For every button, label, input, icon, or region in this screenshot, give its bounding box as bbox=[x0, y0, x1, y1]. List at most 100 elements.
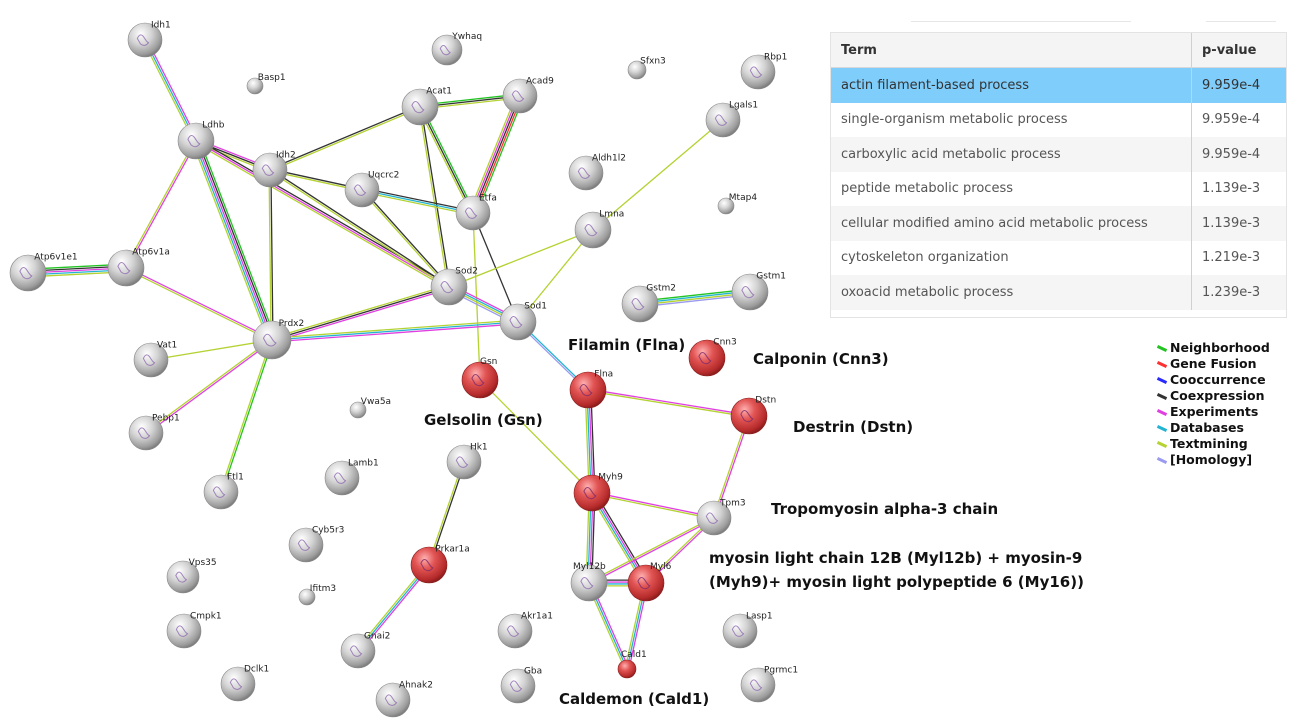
node-sphere[interactable] bbox=[166, 613, 202, 649]
node-sphere[interactable] bbox=[298, 588, 316, 606]
node-sphere[interactable] bbox=[500, 668, 536, 704]
protein-node[interactable]: Ahnak2 bbox=[375, 680, 433, 718]
node-sphere[interactable] bbox=[246, 77, 264, 95]
node-sphere[interactable] bbox=[375, 682, 411, 718]
protein-node[interactable]: Aldh1l2 bbox=[568, 153, 626, 191]
protein-node[interactable]: Idh2 bbox=[252, 150, 296, 188]
network-edge[interactable] bbox=[448, 229, 594, 288]
network-edge[interactable] bbox=[417, 105, 476, 215]
protein-node[interactable]: Cnn3 bbox=[688, 338, 737, 377]
protein-node[interactable]: Myl12b bbox=[570, 562, 608, 602]
table-row[interactable]: single-organism metabolic process 9.959e… bbox=[831, 102, 1286, 137]
network-edge[interactable] bbox=[194, 138, 451, 290]
network-edge[interactable] bbox=[360, 188, 451, 289]
protein-node[interactable]: Cmpk1 bbox=[166, 611, 222, 649]
network-edge[interactable] bbox=[588, 516, 715, 585]
node-sphere[interactable] bbox=[431, 34, 463, 66]
protein-node[interactable]: Gsn bbox=[461, 357, 499, 399]
node-sphere[interactable] bbox=[324, 460, 360, 496]
protein-node[interactable]: Basp1 bbox=[246, 73, 286, 95]
node-sphere[interactable] bbox=[717, 197, 735, 215]
network-edge[interactable] bbox=[219, 339, 274, 493]
protein-node[interactable]: Gstm1 bbox=[731, 272, 786, 311]
protein-node[interactable]: Lmna bbox=[574, 210, 624, 249]
node-sphere[interactable] bbox=[502, 78, 538, 114]
node-sphere[interactable] bbox=[497, 613, 533, 649]
protein-node[interactable]: Pebp1 bbox=[128, 413, 180, 451]
protein-node[interactable]: Myl6 bbox=[627, 562, 672, 602]
protein-node[interactable]: Pgrmc1 bbox=[740, 665, 798, 703]
node-sphere[interactable] bbox=[574, 211, 612, 249]
protein-node[interactable]: Dclk1 bbox=[220, 664, 269, 702]
node-sphere[interactable] bbox=[220, 666, 256, 702]
network-edge[interactable] bbox=[479, 379, 593, 494]
protein-node[interactable]: Gba bbox=[500, 666, 542, 704]
table-row[interactable]: carboxylic acid metabolic process 9.959e… bbox=[831, 137, 1286, 172]
network-edge[interactable] bbox=[268, 169, 274, 341]
node-sphere[interactable] bbox=[627, 564, 665, 602]
node-sphere[interactable] bbox=[9, 254, 47, 292]
protein-node[interactable]: Cyb5r3 bbox=[288, 525, 344, 563]
network-edge[interactable] bbox=[191, 139, 277, 342]
node-sphere[interactable] bbox=[455, 195, 491, 231]
node-sphere[interactable] bbox=[430, 268, 468, 306]
node-sphere[interactable] bbox=[252, 320, 292, 360]
protein-node[interactable]: Sfxn3 bbox=[627, 56, 666, 80]
node-sphere[interactable] bbox=[133, 342, 169, 378]
network-edge[interactable] bbox=[591, 491, 715, 520]
protein-node[interactable]: Rbp1 bbox=[740, 52, 787, 90]
node-sphere[interactable] bbox=[569, 371, 607, 409]
protein-node[interactable]: Idh1 bbox=[127, 20, 171, 58]
node-sphere[interactable] bbox=[252, 152, 288, 188]
node-sphere[interactable] bbox=[127, 22, 163, 58]
protein-node[interactable]: Tpm3 bbox=[696, 498, 746, 536]
network-edge[interactable] bbox=[124, 140, 198, 269]
column-header-term[interactable]: Term bbox=[831, 33, 1192, 68]
network-edge[interactable] bbox=[271, 319, 519, 343]
table-row[interactable]: actin filament-based process 9.959e-4 bbox=[831, 67, 1286, 103]
node-sphere[interactable] bbox=[344, 172, 380, 208]
protein-node[interactable]: Mtap4 bbox=[717, 193, 757, 215]
protein-node[interactable]: Akr1a1 bbox=[497, 611, 553, 649]
table-row[interactable]: cellular modified amino acid metabolic p… bbox=[831, 206, 1286, 241]
node-sphere[interactable] bbox=[177, 122, 215, 160]
node-sphere[interactable] bbox=[731, 273, 769, 311]
protein-node[interactable]: Lamb1 bbox=[324, 458, 379, 496]
node-sphere[interactable] bbox=[166, 560, 200, 594]
node-sphere[interactable] bbox=[568, 155, 604, 191]
table-row[interactable]: oxoacid metabolic process 1.239e-3 bbox=[831, 275, 1286, 310]
protein-node[interactable]: Lgals1 bbox=[705, 100, 758, 138]
network-edge[interactable] bbox=[592, 119, 724, 231]
protein-node[interactable]: Prkar1a bbox=[410, 545, 470, 584]
network-edge[interactable] bbox=[356, 563, 431, 653]
protein-node[interactable]: Gstm2 bbox=[621, 284, 676, 323]
network-edge[interactable] bbox=[269, 168, 450, 289]
network-edge[interactable] bbox=[639, 288, 751, 308]
node-sphere[interactable] bbox=[621, 285, 659, 323]
node-sphere[interactable] bbox=[107, 249, 145, 287]
network-edge[interactable] bbox=[472, 212, 519, 323]
node-sphere[interactable] bbox=[340, 633, 376, 669]
protein-node[interactable]: Etfa bbox=[455, 193, 497, 231]
protein-node[interactable]: Ywhaq bbox=[431, 32, 482, 66]
network-edge[interactable] bbox=[142, 38, 199, 143]
node-sphere[interactable] bbox=[740, 667, 776, 703]
protein-node[interactable]: Sod2 bbox=[430, 267, 478, 306]
node-sphere[interactable] bbox=[573, 474, 611, 512]
node-sphere[interactable] bbox=[446, 444, 482, 480]
network-edge[interactable] bbox=[468, 94, 525, 215]
network-edge[interactable] bbox=[587, 388, 750, 418]
node-sphere[interactable] bbox=[203, 474, 239, 510]
node-sphere[interactable] bbox=[128, 415, 164, 451]
node-sphere[interactable] bbox=[688, 339, 726, 377]
node-sphere[interactable] bbox=[288, 527, 324, 563]
protein-node[interactable]: Vwa5a bbox=[349, 397, 391, 419]
column-header-pvalue[interactable]: p-value bbox=[1191, 33, 1286, 68]
protein-node[interactable]: Atp6v1a bbox=[107, 248, 170, 287]
protein-node[interactable]: Cald1 bbox=[617, 650, 647, 679]
node-sphere[interactable] bbox=[696, 500, 732, 536]
protein-node[interactable]: Flna bbox=[569, 370, 613, 409]
protein-node[interactable]: Ftl1 bbox=[203, 472, 244, 510]
node-sphere[interactable] bbox=[627, 60, 647, 80]
protein-node[interactable]: Dstn bbox=[730, 396, 776, 435]
